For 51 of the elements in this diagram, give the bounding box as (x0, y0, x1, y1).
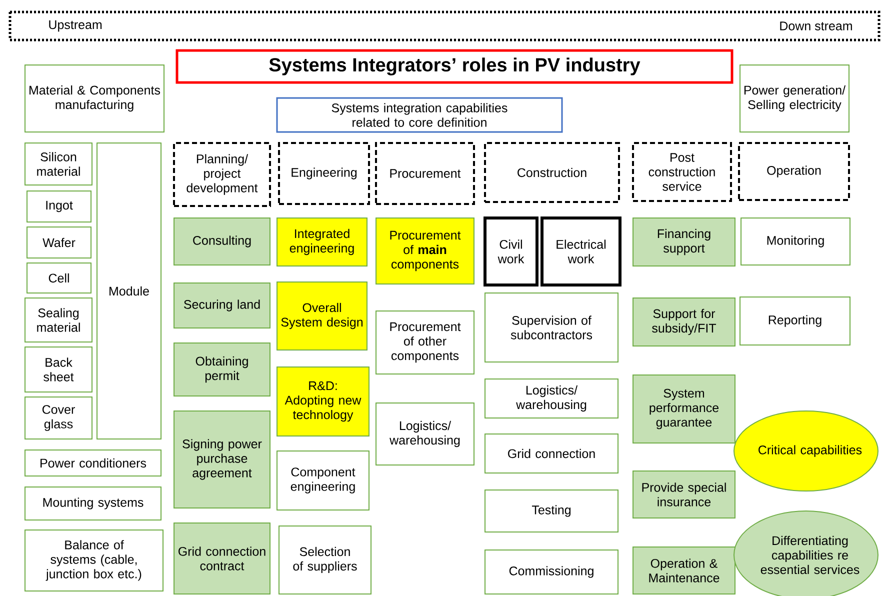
title-box: Systems Integrators’ roles in PV industry (176, 49, 734, 84)
legend-text: Differentiating capabilities re essential services (760, 536, 860, 574)
stage-box: Post construction service (632, 142, 732, 202)
capability-box: System performance guarantee (632, 374, 736, 444)
capability-box: Support for subsidy/FIT (632, 298, 736, 346)
capability-box: Overall System design (276, 282, 368, 350)
capability-box: Reporting (740, 296, 850, 346)
stage-box: Engineering (278, 142, 370, 205)
capability-box: Mounting systems (24, 486, 162, 520)
capability-box: Provide special insurance (632, 470, 736, 518)
stage-box: Procurement (375, 142, 475, 205)
capability-box: Power conditioners (24, 450, 162, 476)
capability-box: Component engineering (276, 450, 370, 510)
capability-box: Wafer (26, 226, 92, 258)
capability-box: Testing (484, 490, 618, 532)
stage-box: Planning/ project development (173, 142, 271, 207)
capability-box: Logistics/ warehousing (484, 378, 618, 418)
capability-box: Material & Components manufacturing (24, 64, 164, 132)
capability-box: Procurement of other components (376, 310, 474, 374)
capability-box: Cell (26, 262, 92, 294)
capability-box: Ingot (26, 190, 92, 222)
stage-box: Operation (738, 142, 850, 201)
capability-box: Grid connection (484, 434, 618, 474)
capability-box: Silicon material (24, 142, 92, 186)
capability-box: Financing support (632, 218, 736, 266)
stream-band: Upstream Down stream (8, 10, 880, 42)
capability-box: Module (96, 142, 162, 440)
legend-text: Critical capabilities (758, 445, 862, 457)
capability-box: Power generation/ Selling electricity (740, 64, 850, 132)
capability-box: Commissioning (484, 550, 618, 594)
capability-box: Consulting (174, 218, 270, 266)
capability-box: Operation & Maintenance (632, 546, 736, 594)
capability-box: Signing power purchase agreement (174, 410, 270, 508)
capability-box: Sealing material (24, 298, 92, 342)
capability-box: Logistics/ warehousing (376, 402, 474, 466)
capability-box: Procurement of main components (376, 218, 474, 284)
capability-box: Securing land (174, 282, 270, 328)
capability-box: Grid connection contract (174, 522, 270, 594)
capability-box: Selection of suppliers (278, 526, 372, 594)
capability-box: Civil work (484, 216, 538, 286)
capability-box: Monitoring (740, 218, 850, 266)
capability-box: R&D: Adopting new technology (276, 366, 370, 436)
capability-box: Supervision of subcontractors (484, 292, 618, 362)
stage-box: Construction (484, 142, 620, 203)
capability-box: Cover glass (24, 396, 92, 440)
capability-box: Electrical work (540, 216, 622, 286)
capability-box: Balance of systems (cable, junction box etc.) (24, 530, 164, 592)
heading-box: Systems integration capabilities related to core definition (276, 97, 563, 133)
capability-box: Back sheet (24, 346, 92, 392)
capability-box: Integrated engineering (276, 218, 368, 266)
capability-box: Obtaining permit (174, 342, 270, 396)
